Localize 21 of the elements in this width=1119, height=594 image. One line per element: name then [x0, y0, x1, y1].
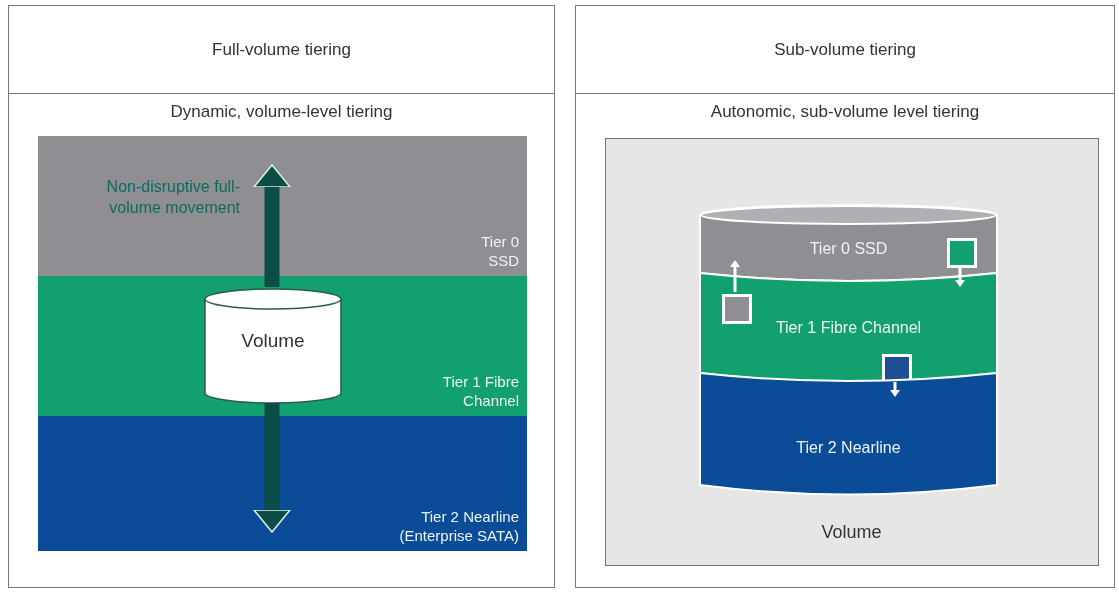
- tier-label: Tier 0 SSD: [480, 232, 519, 270]
- tier-label: Tier 2 Nearline (Enterprise SATA): [398, 507, 519, 545]
- panel-subheading: Autonomic, sub-volume level tiering: [709, 102, 981, 122]
- data-block: [722, 294, 752, 324]
- volume-label: Volume: [240, 330, 306, 352]
- tier-label: Tier 0 SSD: [808, 240, 889, 258]
- edge-label: Non-disruptive full-volume movement: [105, 177, 240, 218]
- panel-heading: Sub-volume tiering: [576, 6, 1114, 94]
- tier-label: Tier 1 Fibre Channel: [774, 319, 923, 337]
- panel: [8, 5, 555, 588]
- data-block: [947, 238, 977, 268]
- panel-subheading: Dynamic, volume-level tiering: [169, 102, 394, 122]
- tier-band: [38, 136, 527, 276]
- panel: [575, 5, 1115, 588]
- volume-label: Volume: [820, 522, 883, 543]
- tier-band: [38, 416, 527, 551]
- volume-panel: [605, 138, 1099, 566]
- tier-band: [38, 276, 527, 416]
- tier-label: Tier 2 Nearline: [795, 439, 902, 457]
- panel-heading: Full-volume tiering: [9, 6, 554, 94]
- tier-label: Tier 1 Fibre Channel: [441, 372, 519, 410]
